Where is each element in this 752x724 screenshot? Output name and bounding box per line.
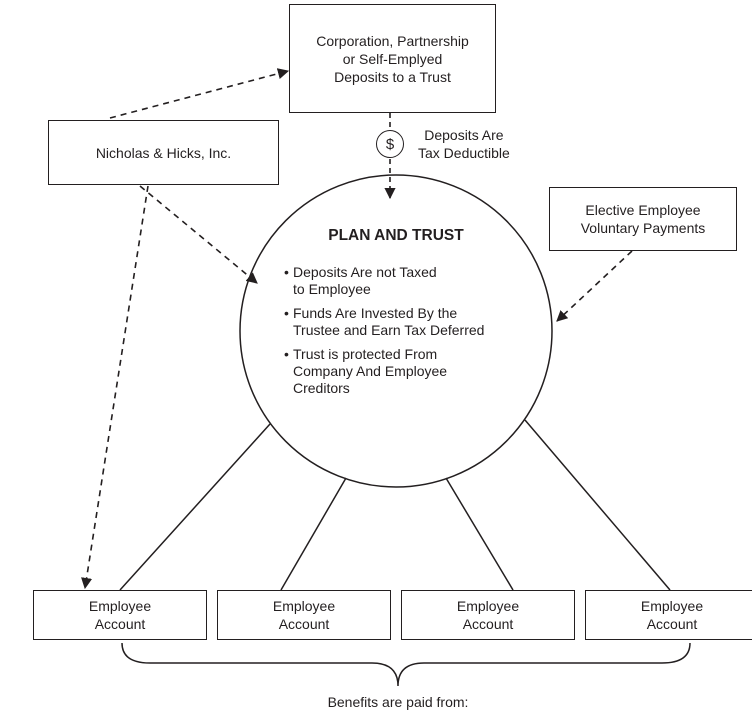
elective-employee-box: Elective Employee Voluntary Payments (549, 187, 737, 251)
corporation-line-1: Corporation, Partnership (316, 32, 469, 49)
line-circle-to-account-4 (524, 419, 671, 591)
line-circle-to-account-2 (280, 477, 347, 591)
plan-trust-bullets: Deposits Are not Taxed to Employee Funds… (284, 264, 524, 404)
corporation-box: Corporation, Partnership or Self-Emplyed… (289, 4, 496, 113)
deposits-note-line-2: Tax Deductible (418, 145, 510, 161)
employee-account-3: Employee Account (401, 590, 575, 640)
deposits-note: Deposits Are Tax Deductible (418, 126, 510, 162)
corporation-line-3: Deposits to a Trust (334, 68, 451, 85)
bullet-trust-protected: Trust is protected From Company And Empl… (284, 346, 524, 397)
dollar-icon: $ (376, 130, 404, 158)
benefits-brace (121, 642, 691, 687)
nicholas-hicks-box: Nicholas & Hicks, Inc. (48, 120, 279, 185)
arrow-nicholas-to-plan (139, 185, 258, 284)
plan-trust-title: PLAN AND TRUST (328, 227, 464, 244)
line-circle-to-account-3 (445, 477, 514, 591)
arrow-nicholas-to-account-1 (81, 185, 149, 590)
bullet-not-taxed: Deposits Are not Taxed to Employee (284, 264, 524, 298)
corporation-line-2: or Self-Emplyed (342, 50, 443, 67)
deposits-note-line-1: Deposits Are (424, 127, 504, 143)
arrow-elective-to-plan (556, 250, 633, 322)
employee-account-4: Employee Account (585, 590, 752, 640)
benefits-label: Benefits are paid from: (327, 694, 469, 710)
elective-line-2: Voluntary Payments (580, 220, 706, 236)
line-circle-to-account-1 (119, 423, 271, 591)
nicholas-hicks-label: Nicholas & Hicks, Inc. (95, 144, 232, 161)
employee-account-2: Employee Account (217, 590, 391, 640)
employee-account-1: Employee Account (33, 590, 207, 640)
bullet-funds-invested: Funds Are Invested By the Trustee and Ea… (284, 305, 524, 339)
arrow-nicholas-to-corporation (109, 68, 290, 119)
elective-line-1: Elective Employee (585, 202, 701, 218)
